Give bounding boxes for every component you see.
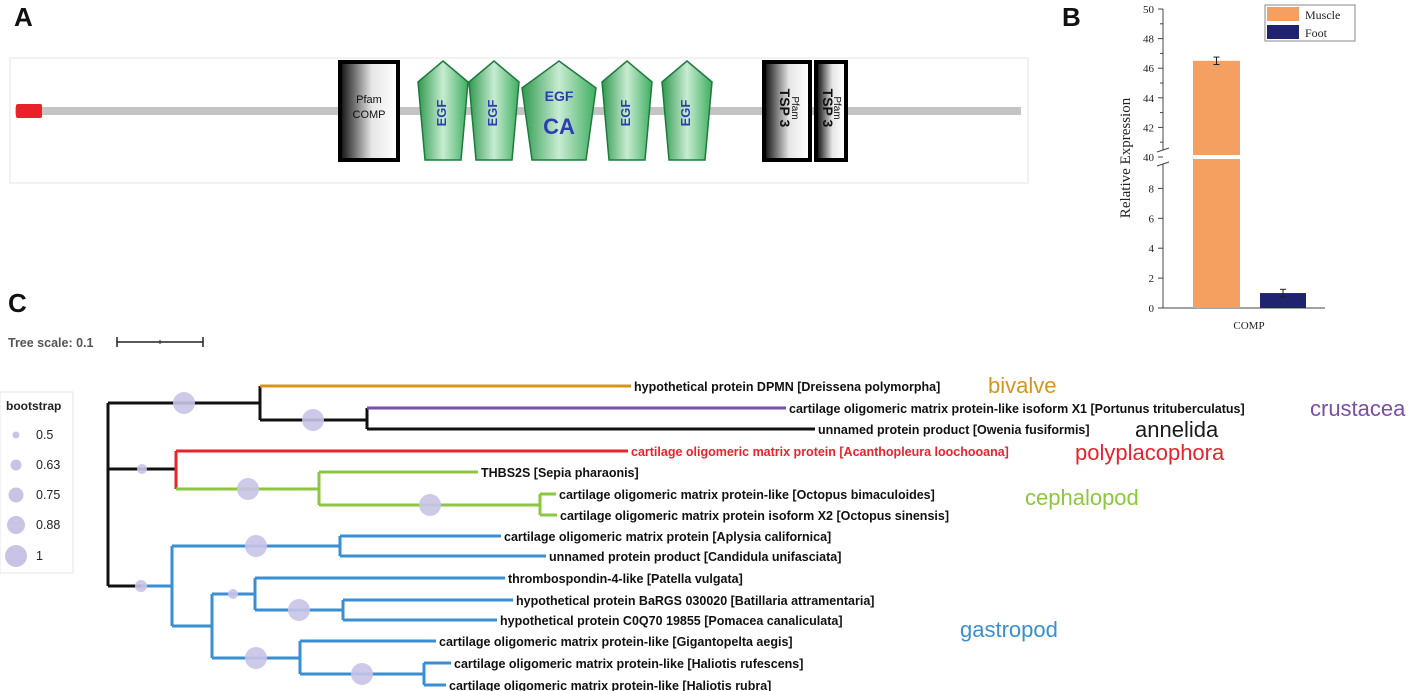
legend-swatch-foot bbox=[1267, 25, 1299, 39]
domain-tsp3-1-line1: TSP 3 bbox=[777, 89, 793, 128]
bootstrap-value-1: 0.5 bbox=[36, 428, 53, 442]
y-tick-label: 40 bbox=[1143, 152, 1155, 164]
chart-legend: Muscle Foot bbox=[1264, 4, 1356, 42]
y-tick-label: 4 bbox=[1149, 243, 1155, 255]
clade-label-cephalopod: cephalopod bbox=[1025, 485, 1139, 510]
tree-scale: Tree scale: 0.1 bbox=[8, 336, 204, 350]
y-tick-label: 46 bbox=[1143, 63, 1155, 75]
y-tick-label: 42 bbox=[1143, 122, 1154, 134]
axis-break-1 bbox=[1156, 147, 1170, 153]
signal-peptide bbox=[16, 104, 42, 118]
bootstrap-node bbox=[173, 392, 195, 414]
bar-foot bbox=[1260, 293, 1306, 308]
bar-muscle bbox=[1193, 60, 1240, 308]
y-tick-label: 50 bbox=[1143, 4, 1155, 16]
y-tick-label: 0 bbox=[1149, 303, 1155, 315]
bootstrap-node bbox=[228, 589, 238, 599]
bootstrap-node bbox=[137, 464, 147, 474]
domain-pfam-comp: Pfam COMP bbox=[338, 60, 400, 162]
domain-egf-1-label: EGF bbox=[434, 100, 449, 127]
domain-egf-3-label: EGF bbox=[618, 100, 633, 127]
y-axis-title: Relative Expression bbox=[1118, 97, 1134, 218]
domain-panel: Pfam COMP EGF EGF EGF CA EGF EGF bbox=[9, 57, 1029, 184]
leaf-label: cartilage oligomeric matrix protein [Aca… bbox=[631, 445, 1009, 459]
y-tick-label: 48 bbox=[1143, 34, 1155, 46]
domain-egf-3: EGF bbox=[601, 60, 653, 161]
bootstrap-node bbox=[245, 647, 267, 669]
clade-label-crustacea: crustacea bbox=[1310, 396, 1406, 421]
y-tick-label: 8 bbox=[1149, 183, 1155, 195]
bootstrap-node bbox=[245, 535, 267, 557]
panel-label-a: A bbox=[14, 2, 33, 32]
bootstrap-legend-title: bootstrap bbox=[6, 399, 61, 413]
bootstrap-nodes bbox=[135, 392, 441, 685]
axis-break-2 bbox=[1156, 161, 1170, 167]
clade-label-annelida: annelida bbox=[1135, 417, 1219, 442]
domain-egf-4-label: EGF bbox=[678, 100, 693, 127]
bootstrap-node bbox=[237, 478, 259, 500]
legend-label-foot: Foot bbox=[1305, 26, 1328, 40]
domain-egf-2: EGF bbox=[468, 60, 520, 161]
y-tick-label: 44 bbox=[1143, 93, 1155, 105]
domain-tsp3-2: TSP 3 Pfam bbox=[814, 60, 848, 162]
domain-tsp3-2-line2: Pfam bbox=[831, 96, 842, 119]
clade-label-gastropod: gastropod bbox=[960, 617, 1058, 642]
domain-tsp3-1-line2: Pfam bbox=[789, 96, 800, 119]
clade-labels: bivalve crustacea annelida polyplacophor… bbox=[960, 373, 1406, 642]
leaf-label: cartilage oligomeric matrix protein-like… bbox=[449, 679, 771, 691]
leaf-label: cartilage oligomeric matrix protein-like… bbox=[789, 402, 1245, 416]
bootstrap-legend: bootstrap 0.5 0.63 0.75 0.88 1 bbox=[0, 391, 74, 574]
leaf-label: cartilage oligomeric matrix protein [Apl… bbox=[504, 530, 831, 544]
tree-scale-label: Tree scale: 0.1 bbox=[8, 336, 94, 350]
x-category-label: COMP bbox=[1233, 320, 1264, 332]
phylogenetic-tree: Tree scale: 0.1 bootstrap 0.5 0.63 0.75 … bbox=[0, 336, 1406, 691]
leaf-label: hypothetical protein BaRGS 030020 [Batil… bbox=[516, 594, 874, 608]
leaf-label: unnamed protein product [Candidula unifa… bbox=[549, 550, 841, 564]
legend-label-muscle: Muscle bbox=[1305, 8, 1340, 22]
domain-pfam-comp-line2: COMP bbox=[353, 109, 386, 121]
leaf-label: THBS2S [Sepia pharaonis] bbox=[481, 466, 639, 480]
expression-chart: Relative Expression COMP Muscle Foot 0 2 4… bbox=[1118, 4, 1356, 332]
clade-label-polyplacophora: polyplacophora bbox=[1075, 440, 1225, 465]
y-tick-label: 6 bbox=[1149, 213, 1155, 225]
domain-tsp3-1: TSP 3 Pfam bbox=[762, 60, 812, 162]
leaf-label: hypothetical protein C0Q70 19855 [Pomace… bbox=[500, 614, 843, 628]
domain-pfam-comp-line1: Pfam bbox=[356, 94, 382, 106]
domain-egf-ca-line1: EGF bbox=[545, 88, 574, 104]
bootstrap-node bbox=[135, 580, 147, 592]
leaf-label: unnamed protein product [Owenia fusiform… bbox=[818, 423, 1090, 437]
bar-break-gap bbox=[1190, 155, 1243, 159]
panel-label-b: B bbox=[1062, 2, 1081, 32]
y-tick-label: 2 bbox=[1149, 273, 1155, 285]
domain-egf-ca: EGF CA bbox=[521, 60, 597, 161]
leaf-label: cartilage oligomeric matrix protein-like… bbox=[439, 635, 793, 649]
tree-leaf-labels: hypothetical protein DPMN [Dreissena pol… bbox=[439, 380, 1245, 691]
bootstrap-node bbox=[288, 599, 310, 621]
domain-egf-4: EGF bbox=[661, 60, 713, 161]
leaf-label: cartilage oligomeric matrix protein-like… bbox=[559, 488, 935, 502]
bootstrap-node bbox=[351, 663, 373, 685]
leaf-label: hypothetical protein DPMN [Dreissena pol… bbox=[634, 380, 940, 394]
domain-tsp3-2-line1: TSP 3 bbox=[820, 89, 836, 128]
clade-label-bivalve: bivalve bbox=[988, 373, 1056, 398]
bootstrap-node bbox=[302, 409, 324, 431]
protein-backbone bbox=[15, 107, 1021, 115]
bootstrap-value-2: 0.63 bbox=[36, 458, 60, 472]
leaf-label: cartilage oligomeric matrix protein isof… bbox=[560, 509, 949, 523]
domain-egf-ca-line2: CA bbox=[543, 114, 575, 139]
bootstrap-value-3: 0.75 bbox=[36, 488, 60, 502]
bootstrap-value-4: 0.88 bbox=[36, 518, 60, 532]
panel-label-c: C bbox=[8, 288, 27, 318]
legend-swatch-muscle bbox=[1267, 7, 1299, 21]
domain-egf-1: EGF bbox=[417, 60, 469, 161]
leaf-label: cartilage oligomeric matrix protein-like… bbox=[454, 657, 803, 671]
domain-egf-2-label: EGF bbox=[485, 100, 500, 127]
bootstrap-node bbox=[419, 494, 441, 516]
leaf-label: thrombospondin-4-like [Patella vulgata] bbox=[508, 572, 743, 586]
bootstrap-value-5: 1 bbox=[36, 549, 43, 563]
